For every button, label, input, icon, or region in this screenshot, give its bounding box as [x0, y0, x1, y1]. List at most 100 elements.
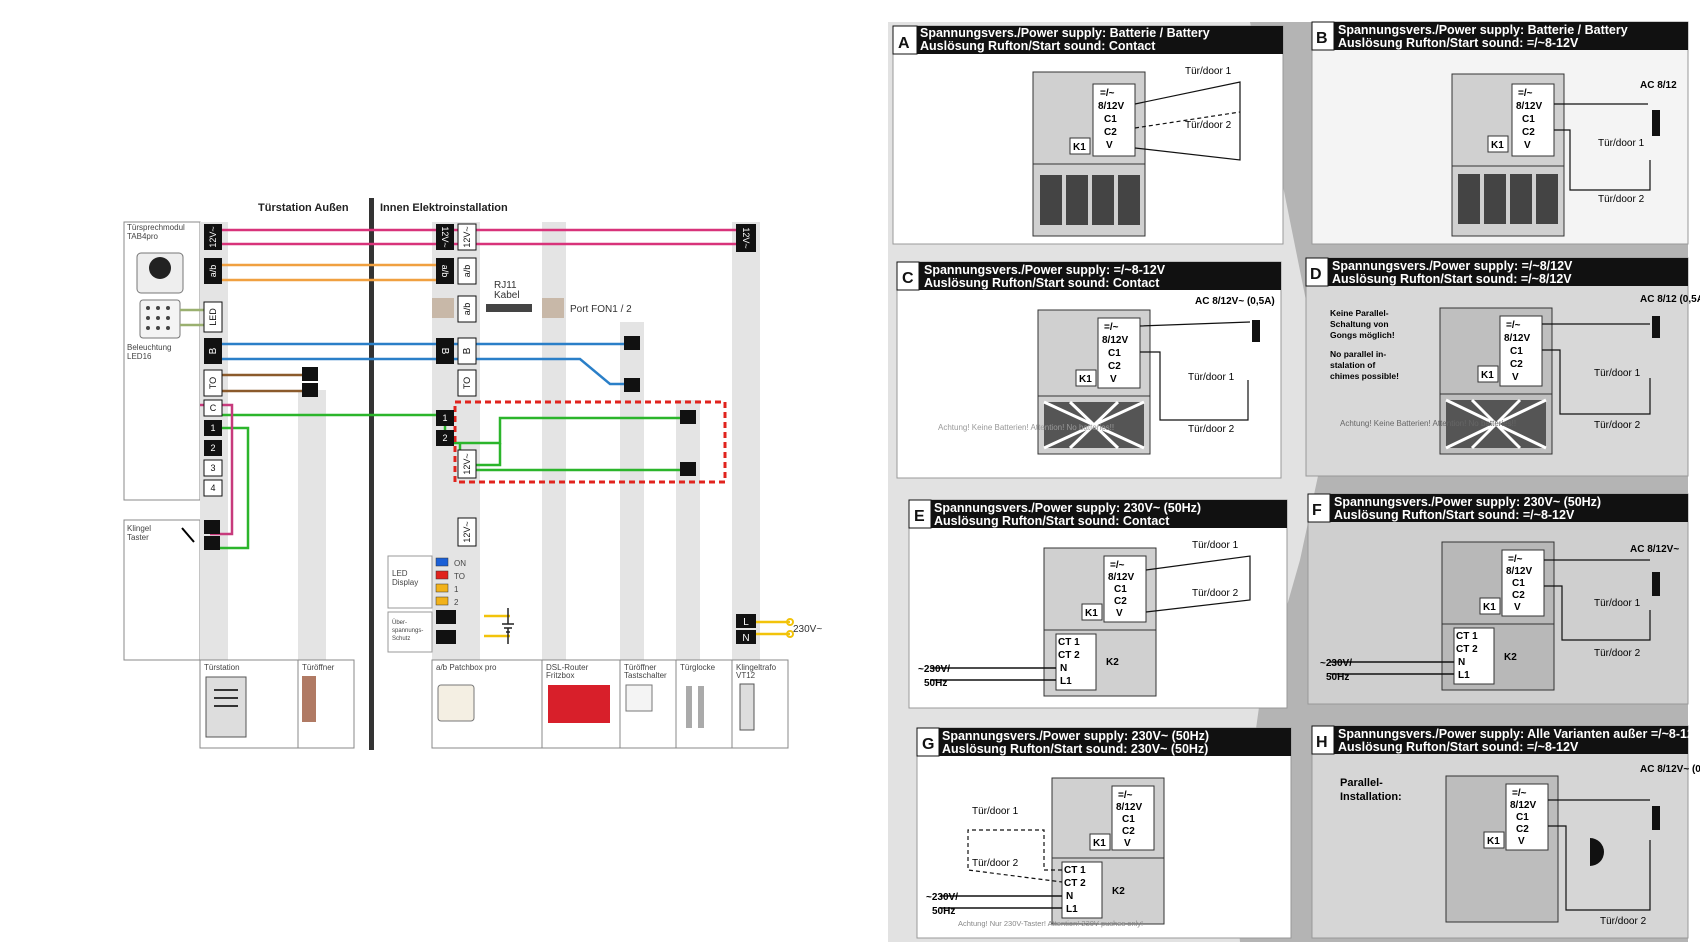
- module-sub: TAB4pro: [127, 232, 159, 241]
- trafo-icon: [739, 683, 755, 731]
- svg-text:C1: C1: [1516, 812, 1529, 823]
- svg-text:VT12: VT12: [736, 671, 756, 680]
- terminals-mid: 12V~ a/b B 1 2: [436, 224, 454, 446]
- rj11-sub: Kabel: [494, 290, 520, 301]
- svg-text:=/~: =/~: [1508, 554, 1523, 565]
- svg-text:B: B: [1316, 30, 1328, 47]
- svg-text:Display: Display: [392, 578, 418, 587]
- svg-text:TO: TO: [208, 377, 218, 389]
- divider-wall: [369, 198, 374, 750]
- svg-text:C1: C1: [1510, 346, 1523, 357]
- svg-text:V: V: [1116, 608, 1123, 619]
- svg-text:V: V: [1106, 140, 1113, 151]
- svg-text:C2: C2: [1122, 826, 1135, 837]
- svg-text:12V~: 12V~: [208, 226, 218, 247]
- svg-text:=/~: =/~: [1512, 788, 1527, 799]
- svg-text:Auslösung Rufton/Start sound:: Auslösung Rufton/Start sound: =/~8-12V: [1338, 740, 1579, 754]
- rj11-label: RJ11: [494, 280, 517, 291]
- port-label: Port FON1 / 2: [570, 304, 632, 315]
- wiring-diagram: Türstation Außen Innen Elektroinstallati…: [123, 198, 822, 750]
- svg-text:K1: K1: [1079, 374, 1092, 385]
- svg-text:AC 8/12V~: AC 8/12V~: [1630, 544, 1679, 555]
- svg-text:Spannungsvers./Power supply:: Spannungsvers./Power supply: 230V~ (50Hz…: [942, 729, 1209, 743]
- highlight-box: [453, 400, 727, 484]
- svg-text:Auslösung Rufton/Start sound:: Auslösung Rufton/Start sound: 230V~ (50H…: [942, 742, 1208, 756]
- svg-text:C2: C2: [1510, 359, 1523, 370]
- svg-text:K1: K1: [1073, 142, 1086, 153]
- svg-text:AC 8/12V~ (0,5A): AC 8/12V~ (0,5A): [1195, 296, 1275, 307]
- svg-text:Tür/door 1: Tür/door 1: [1594, 598, 1641, 609]
- svg-text:=/~: =/~: [1110, 560, 1125, 571]
- svg-text:K2: K2: [1504, 652, 1517, 663]
- svg-text:V: V: [1124, 838, 1131, 849]
- svg-text:K1: K1: [1085, 608, 1098, 619]
- svg-text:C2: C2: [1522, 127, 1535, 138]
- panel-c: C Spannungsvers./Power supply: =/~8-12V …: [896, 261, 1282, 479]
- surge-protection: Über- spannungs- Schutz: [387, 608, 514, 653]
- svg-text:Schaltung von: Schaltung von: [1330, 319, 1389, 329]
- svg-text:Tür/door 2: Tür/door 2: [1192, 588, 1239, 599]
- rj11-cable: [486, 304, 532, 312]
- svg-text:Tür/door 2: Tür/door 2: [1185, 120, 1232, 131]
- rj11-plug-left: [432, 298, 454, 318]
- svg-text:C1: C1: [1114, 584, 1127, 595]
- module-name: Türsprechmodul: [127, 223, 185, 232]
- panel-e: E Spannungsvers./Power supply: 230V~ (50…: [908, 499, 1288, 709]
- svg-text:2: 2: [442, 433, 447, 443]
- svg-text:Tastschalter: Tastschalter: [624, 671, 667, 680]
- svg-text:50Hz: 50Hz: [924, 678, 947, 689]
- panel-d: D Spannungsvers./Power supply: =/~8/12V …: [1305, 257, 1700, 477]
- svg-text:V: V: [1524, 140, 1531, 151]
- svg-text:~230V/: ~230V/: [1320, 658, 1352, 669]
- svg-text:50Hz: 50Hz: [1326, 672, 1349, 683]
- svg-text:L1: L1: [1066, 904, 1078, 915]
- bell-sub: Taster: [127, 533, 149, 542]
- svg-text:spannungs-: spannungs-: [392, 628, 423, 634]
- svg-text:Auslösung Rufton/Start sound:: Auslösung Rufton/Start sound: Contact: [920, 39, 1156, 53]
- panel-g: G Spannungsvers./Power supply: 230V~ (50…: [916, 727, 1292, 939]
- svg-text:B: B: [208, 347, 219, 354]
- svg-text:Auslösung Rufton/Start sound:: Auslösung Rufton/Start sound: =/~8/12V: [1332, 272, 1572, 286]
- svg-text:B: B: [462, 347, 473, 354]
- svg-text:stalation of: stalation of: [1330, 360, 1376, 370]
- svg-text:12V~: 12V~: [440, 226, 450, 247]
- section-inside: Innen Elektroinstallation: [380, 202, 508, 214]
- svg-text:L1: L1: [1060, 676, 1072, 687]
- section-outside: Türstation Außen: [258, 202, 349, 214]
- svg-text:8/12V: 8/12V: [1102, 335, 1128, 346]
- bell-label: Klingel: [127, 524, 151, 533]
- svg-text:C: C: [902, 270, 914, 287]
- svg-text:V: V: [1110, 374, 1117, 385]
- svg-text:TO: TO: [454, 572, 465, 581]
- svg-text:8/12V: 8/12V: [1098, 101, 1124, 112]
- led-dots: [146, 306, 170, 330]
- svg-text:Spannungsvers./Power supply:: Spannungsvers./Power supply: Batterie / …: [920, 26, 1210, 40]
- svg-text:Über-: Über-: [392, 619, 407, 626]
- terminals-trafo: 12V~ L N: [736, 224, 756, 644]
- svg-text:Achtung! Nur 230V-Taster! Atte: Achtung! Nur 230V-Taster! Attention! 230…: [958, 919, 1143, 928]
- svg-text:Tür/door 1: Tür/door 1: [1192, 540, 1239, 551]
- svg-text:Tür/door 2: Tür/door 2: [1598, 194, 1645, 205]
- svg-text:=/~: =/~: [1506, 320, 1521, 331]
- svg-text:A: A: [898, 35, 910, 52]
- speaker-icon: [149, 257, 171, 279]
- svg-text:2: 2: [210, 443, 215, 453]
- svg-text:L1: L1: [1458, 670, 1470, 681]
- svg-text:Gongs möglich!: Gongs möglich!: [1330, 330, 1395, 340]
- svg-text:8/12V: 8/12V: [1506, 566, 1532, 577]
- svg-text:Spannungsvers./Power supply:: Spannungsvers./Power supply: 230V~ (50Hz…: [1334, 495, 1601, 509]
- switch-icon: [625, 684, 653, 712]
- svg-text:4: 4: [210, 483, 215, 493]
- svg-text:AC 8/12V~ (0,5A): AC 8/12V~ (0,5A): [1640, 764, 1700, 775]
- svg-text:12V~: 12V~: [462, 226, 472, 247]
- svg-text:8/12V: 8/12V: [1504, 333, 1530, 344]
- svg-text:12V~: 12V~: [741, 227, 751, 248]
- router-icon: [548, 685, 610, 723]
- svg-text:=/~: =/~: [1518, 88, 1533, 99]
- svg-text:C1: C1: [1522, 114, 1535, 125]
- svg-text:K1: K1: [1483, 602, 1496, 613]
- svg-text:Tür/door 2: Tür/door 2: [972, 858, 1019, 869]
- lighting-label: Beleuchtung: [127, 343, 171, 352]
- svg-text:Spannungsvers./Power supply:: Spannungsvers./Power supply: 230V~ (50Hz…: [934, 501, 1201, 515]
- svg-text:D: D: [1310, 266, 1322, 283]
